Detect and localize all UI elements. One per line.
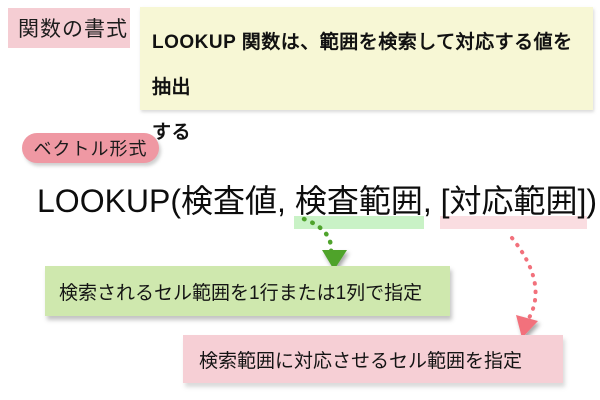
formula-text: LOOKUP(検査値, 検査範囲, [対応範囲]) [37,176,598,229]
formula-search-range-text: 検査範囲 [294,183,423,219]
formula-result-range-text: [対応範囲] [440,183,587,219]
description-line1: LOOKUP 関数は、範囲を検索して対応する値を抽出 [152,32,573,98]
format-label: 関数の書式 [8,8,130,48]
formula-result-range: [対応範囲] [439,176,588,229]
formula-prefix: LOOKUP(検査値, [37,183,295,219]
description-box: LOOKUP 関数は、範囲を検索して対応する値を抽出 する [140,7,593,143]
search-range-callout: 検索されるセル範囲を1行または1列で指定 [45,266,450,316]
search-range-callout-text: 検索されるセル範囲を1行または1列で指定 [59,282,423,304]
vector-format-pill: ベクトル形式 [22,133,159,163]
result-range-callout-text: 検索範囲に対応させるセル範囲を指定 [199,350,523,372]
vector-format-label: ベクトル形式 [33,139,148,159]
pink-dotted-arrow [510,236,538,338]
result-range-callout: 検索範囲に対応させるセル範囲を指定 [183,335,563,383]
formula-suffix: ) [586,183,598,219]
description-line2: する [152,122,192,143]
format-label-text: 関数の書式 [18,18,128,41]
formula-separator: , [422,183,441,219]
formula-search-range: 検査範囲 [293,176,424,229]
